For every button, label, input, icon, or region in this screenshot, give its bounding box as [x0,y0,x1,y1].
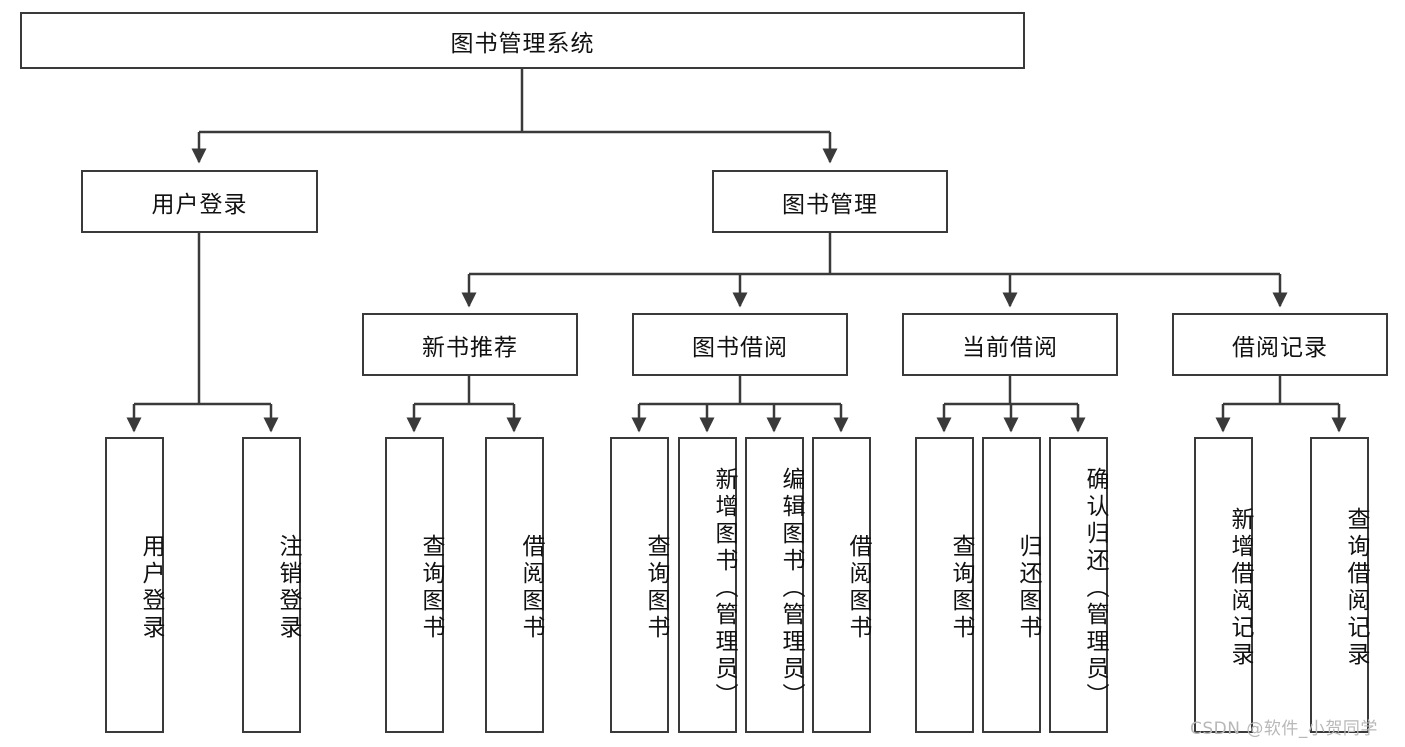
node-label: 新增图书（管理员） [711,466,737,710]
leaf-record-add[interactable]: 新增借阅记录 [1194,437,1253,733]
node-label: 借阅记录 [1232,334,1328,361]
node-label: 查询借阅记录 [1343,507,1369,669]
node-label: 归还图书 [1015,534,1041,642]
node-root-system[interactable]: 图书管理系统 [20,12,1025,69]
node-label: 用户登录 [151,191,248,218]
node-book-borrow[interactable]: 图书借阅 [632,313,848,376]
node-book-management[interactable]: 图书管理 [712,170,948,233]
node-user-login[interactable]: 用户登录 [81,170,318,233]
leaf-user-login-signout[interactable]: 注销登录 [242,437,301,733]
node-label: 新增借阅记录 [1227,507,1253,669]
node-label: 新书推荐 [422,334,518,361]
node-label: 图书借阅 [692,334,788,361]
node-label: 查询图书 [418,534,444,642]
leaf-current-query-book[interactable]: 查询图书 [915,437,974,733]
node-borrow-record[interactable]: 借阅记录 [1172,313,1388,376]
leaf-borrow-add-book[interactable]: 新增图书（管理员） [678,437,737,733]
leaf-new-book-query[interactable]: 查询图书 [385,437,444,733]
node-new-book-recommend[interactable]: 新书推荐 [362,313,578,376]
leaf-borrow-query-book[interactable]: 查询图书 [610,437,669,733]
node-label: 用户登录 [138,534,164,642]
leaf-current-confirm-return[interactable]: 确认归还（管理员） [1049,437,1108,733]
node-label: 注销登录 [275,534,301,642]
node-current-borrow[interactable]: 当前借阅 [902,313,1118,376]
node-label: 编辑图书（管理员） [778,466,804,710]
leaf-user-login-signin[interactable]: 用户登录 [105,437,164,733]
leaf-new-book-borrow[interactable]: 借阅图书 [485,437,544,733]
leaf-borrow-edit-book[interactable]: 编辑图书（管理员） [745,437,804,733]
node-label: 借阅图书 [845,534,871,642]
leaf-record-query[interactable]: 查询借阅记录 [1310,437,1369,733]
node-label: 当前借阅 [962,334,1058,361]
node-label: 确认归还（管理员） [1082,466,1108,710]
node-label: 查询图书 [643,534,669,642]
csdn-watermark: CSDN @软件_小贺同学 [1190,719,1378,739]
leaf-borrow-borrow-book[interactable]: 借阅图书 [812,437,871,733]
node-label: 查询图书 [948,534,974,642]
node-label: 借阅图书 [518,534,544,642]
node-label: 图书管理系统 [450,30,595,57]
leaf-current-return-book[interactable]: 归还图书 [982,437,1041,733]
node-label: 图书管理 [782,191,878,218]
